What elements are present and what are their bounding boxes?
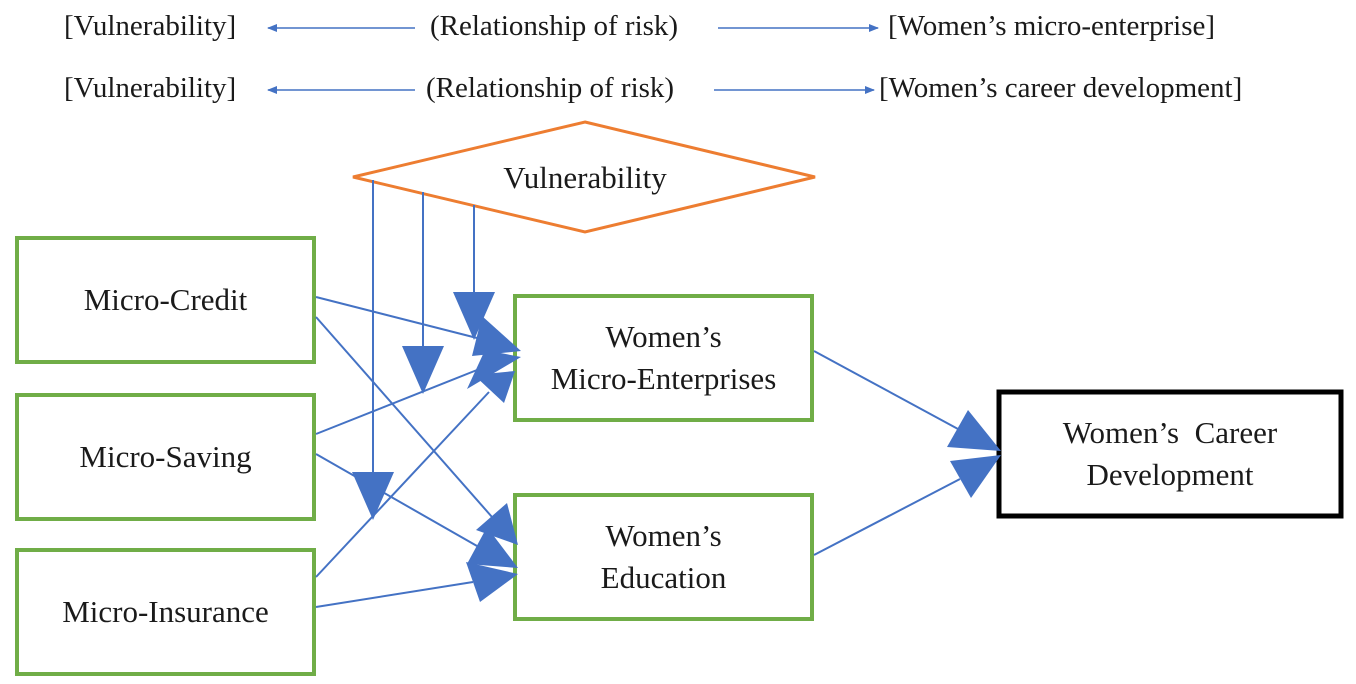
micro-saving-label: Micro-Saving [79, 439, 252, 475]
legend-1-left: [Vulnerability] [64, 10, 237, 42]
womens-career-development-label: Women’s Career Development [1062, 415, 1278, 492]
edge-education-career [813, 478, 961, 556]
vulnerability-label: Vulnerability [503, 159, 667, 195]
arrowhead-vulnerability-1 [352, 472, 394, 520]
edge-insurance-education [315, 581, 474, 608]
womens-career-development-box [996, 389, 1344, 519]
edge-enterprises-career [813, 350, 959, 430]
edge-saving-education [315, 453, 478, 547]
micro-insurance-label: Micro-Insurance [62, 594, 269, 630]
micro-credit-box [15, 236, 316, 364]
womens-education-box [513, 493, 814, 621]
micro-saving-box [15, 393, 316, 521]
edge-saving-enterprises [315, 369, 478, 435]
legend-2-right: [Women’s career development] [879, 72, 1243, 104]
arrowhead-vulnerability-2 [402, 346, 444, 394]
micro-insurance-box [15, 548, 316, 676]
micro-credit-label: Micro-Credit [83, 282, 248, 318]
arrowhead-credit-education [476, 503, 518, 545]
arrowhead-insurance-enterprises [474, 371, 515, 403]
womens-education-label: Women’s Education [600, 518, 727, 595]
arrowheads [352, 292, 1001, 602]
womens-micro-enterprises-box [513, 294, 814, 422]
legend-1-right: [Women’s micro-enterprise] [888, 10, 1216, 42]
legend-2-middle: (Relationship of risk) [426, 72, 675, 104]
arrowhead-education-career [950, 455, 1001, 498]
edge-credit-enterprises [315, 296, 478, 339]
womens-micro-enterprises-label: Women’s Micro-Enterprises [550, 319, 777, 396]
arrowhead-enterprises-career [947, 410, 1001, 451]
arrowhead-credit-enterprises [472, 316, 521, 356]
arrowhead-insurance-education [466, 562, 518, 602]
edge-credit-education [315, 316, 493, 518]
vulnerability-diamond-icon [352, 120, 816, 234]
arrowhead-vulnerability-3 [453, 292, 495, 340]
arrowhead-saving-education [467, 527, 518, 568]
legend-2-left: [Vulnerability] [64, 72, 237, 104]
legend-1-middle: (Relationship of risk) [430, 10, 679, 42]
edge-insurance-enterprises [315, 391, 490, 578]
